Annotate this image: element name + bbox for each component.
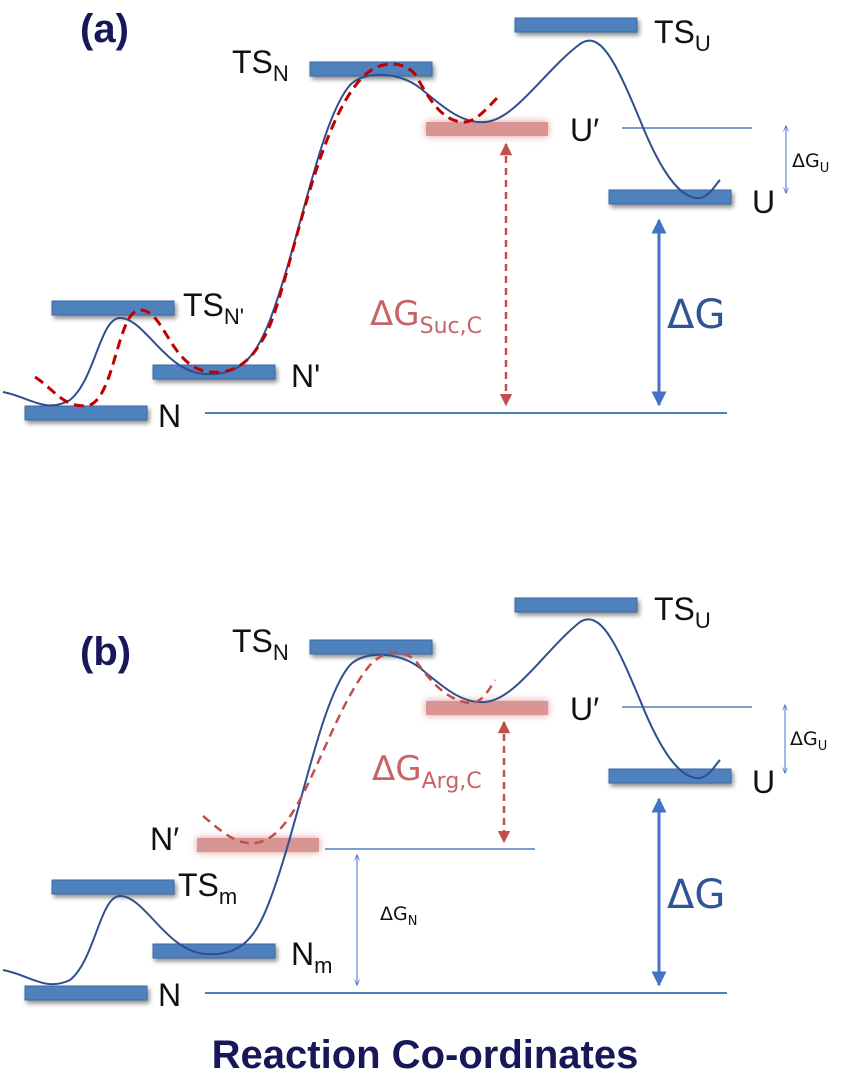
panel-b-ts-m-label: TSm (178, 867, 237, 909)
panel-b-n-prime-label: N′ (150, 821, 179, 857)
panel-b-ts-u-label: TSU (654, 591, 711, 633)
panel-b-u-level (608, 768, 732, 784)
panel-a-ts-u-label: TSU (654, 14, 711, 56)
panel-a-delta-g-label: ΔG (667, 292, 725, 338)
panel-b-delta-g-u-label: ΔGU (790, 728, 827, 754)
panel-b-delta-g-arg-label: ΔGArg,C (372, 749, 482, 794)
panel-a-n-prime-label: N' (291, 358, 320, 394)
panel-a-blue-curve (2, 39, 721, 407)
panel-a-u-prime-label: U′ (570, 112, 599, 148)
panel-a-n-level (24, 405, 148, 421)
panel-b-u-prime-level (426, 701, 548, 715)
panel-a-label: (a) (80, 7, 129, 51)
panel-b-n-label: N (158, 977, 181, 1013)
panel-b-blue-curve (2, 618, 721, 986)
panel-b-n-level (24, 985, 148, 1001)
panel-b-n-m-level (152, 943, 276, 959)
panel-b: (b) TSN TSU U′ U N′ TSm Nm N ΔGU ΔGArg, (2, 591, 827, 1013)
panel-a: (a) TSN TSU U′ U TSN' N' N ΔGU ΔGSuc,C Δ… (2, 7, 829, 434)
panel-b-delta-g-label: ΔG (667, 872, 725, 918)
panel-a-ts-n-prime-label: TSN' (183, 287, 244, 329)
panel-b-red-curve (202, 651, 497, 845)
panel-b-ts-m-level (51, 879, 175, 895)
panel-a-u-level (608, 189, 732, 205)
panel-a-ts-n-prime-level (51, 300, 175, 316)
panel-a-n-label: N (158, 398, 181, 434)
panel-a-delta-g-u-label: ΔGU (792, 150, 829, 176)
panel-b-delta-g-n-label: ΔGN (380, 903, 417, 929)
panel-a-delta-g-suc-label: ΔGSuc,C (370, 294, 482, 339)
panel-b-u-prime-label: U′ (570, 691, 599, 727)
panel-a-ts-n-label: TSN (232, 44, 289, 86)
panel-b-ts-n-level (309, 639, 433, 655)
panel-b-label: (b) (80, 630, 131, 674)
panel-b-n-prime-level (197, 838, 319, 852)
panel-b-ts-n-label: TSN (232, 623, 289, 665)
reaction-coordinates-footer: Reaction Co-ordinates (212, 1033, 639, 1077)
panel-b-n-m-label: Nm (291, 936, 332, 978)
panel-b-u-label: U (752, 764, 775, 800)
panel-a-u-label: U (752, 184, 775, 220)
panel-a-red-curve (34, 62, 502, 408)
panel-b-ts-u-level (514, 597, 638, 613)
panel-a-ts-u-level (514, 17, 638, 33)
panel-a-u-prime-level (426, 122, 548, 136)
